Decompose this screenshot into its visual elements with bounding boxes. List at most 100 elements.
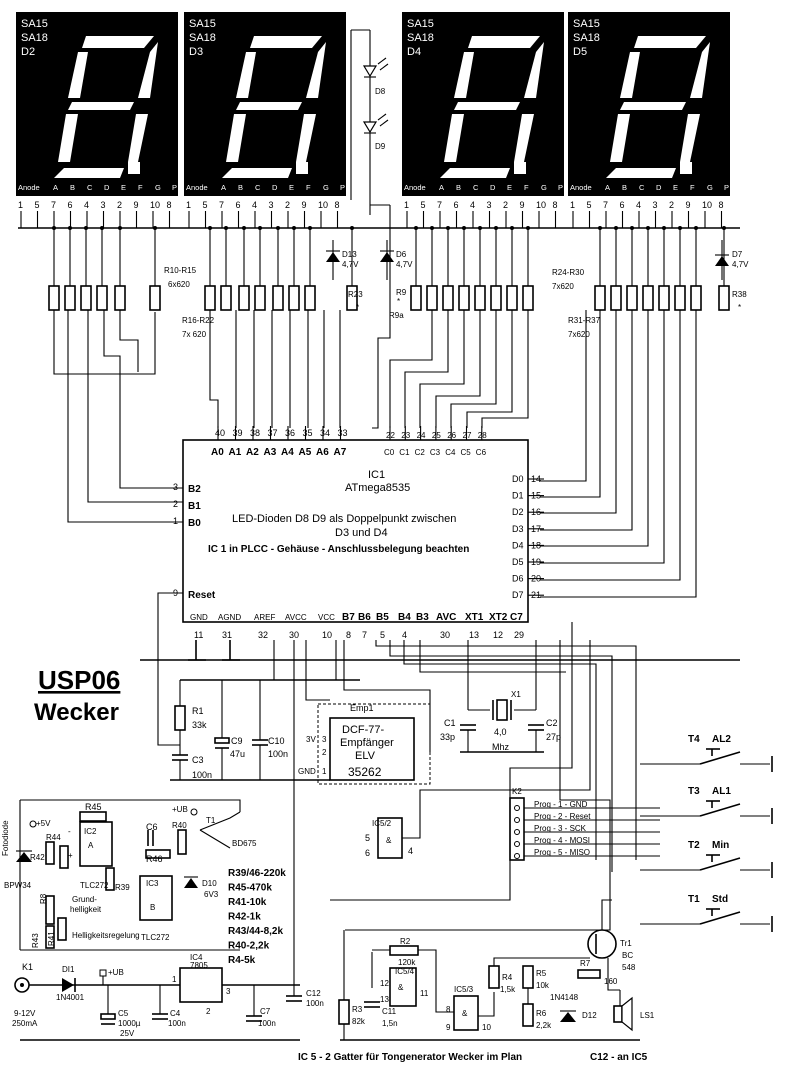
- ic1-pin-label: A0: [211, 447, 224, 458]
- display-pin-number: 4: [470, 200, 475, 210]
- ic1-pin-label: AREF: [254, 613, 275, 622]
- svg-text:C3: C3: [192, 755, 204, 765]
- display-d3-type2: SA18: [189, 32, 216, 44]
- ic1-pin-number: 30: [440, 630, 450, 640]
- resistor: [272, 285, 284, 311]
- display-d2-type2: SA18: [21, 32, 48, 44]
- power-supply: K1 9-12V 250mA DI1 1N4001 +UB C5 1000µ 2…: [12, 640, 324, 1041]
- svg-text:K2: K2: [512, 787, 522, 796]
- display-pin-number: 6: [68, 200, 73, 210]
- resistor-arrays: [48, 226, 730, 311]
- svg-text:R39: R39: [115, 883, 130, 892]
- svg-text:7805: 7805: [190, 961, 208, 970]
- svg-text:BPW34: BPW34: [4, 881, 32, 890]
- svg-text:+5V: +5V: [36, 819, 51, 828]
- ic1-pin-number: 35: [303, 428, 313, 438]
- svg-text:1,5k: 1,5k: [500, 985, 516, 994]
- ic1-note2: D3 und D4: [335, 527, 388, 539]
- svg-text:2: 2: [322, 748, 327, 757]
- resistor: [204, 285, 216, 311]
- display-d4: SA15 SA18 D4: [402, 12, 564, 196]
- display-d5-type2: SA18: [573, 32, 600, 44]
- resistor: [410, 285, 422, 311]
- svg-text:160: 160: [604, 977, 618, 986]
- component-value-list: R39/46-220kR45-470kR41-10kR42-1kR43/44-8…: [228, 868, 286, 966]
- rgroup-r16-r22-value: 7x 620: [182, 330, 207, 339]
- svg-text:DI1: DI1: [62, 965, 75, 974]
- ic1-pin-number: 7: [362, 630, 367, 640]
- resistor: [674, 285, 686, 311]
- zener-d13: D13 4,7V: [326, 240, 359, 280]
- svg-text:27p: 27p: [546, 732, 561, 742]
- svg-text:25V: 25V: [120, 1029, 135, 1038]
- svg-text:5: 5: [365, 833, 370, 843]
- resistor: [48, 285, 60, 311]
- ic1-bottom-pins: GND11AGND31AREF32AVCC30VCC10B78B67B55B44…: [190, 612, 524, 640]
- rgroup-r24-r30-value: 7x620: [552, 282, 574, 291]
- ic1-pin-number: 22: [386, 431, 395, 440]
- svg-text:D12: D12: [582, 1011, 597, 1020]
- display-pin-number: 8: [167, 200, 172, 210]
- svg-text:IC4: IC4: [190, 953, 203, 962]
- svg-text:R45: R45: [85, 802, 102, 812]
- display-pin-label: E: [673, 183, 678, 192]
- svg-text:R7: R7: [580, 959, 591, 968]
- ic1-note1: LED-Dioden D8 D9 als Doppelpunkt zwische…: [232, 513, 456, 525]
- resistor: [658, 285, 670, 311]
- ic1-pin-label: C0: [384, 448, 395, 457]
- footer-left: IC 5 - 2 Gatter für Tongenerator Wecker …: [298, 1052, 522, 1063]
- r38-label: R38: [732, 290, 747, 299]
- svg-text:C5: C5: [118, 1009, 129, 1018]
- ic1-pin-label: C7: [510, 612, 523, 623]
- display-pin-label: E: [289, 183, 294, 192]
- svg-text:R6: R6: [536, 1009, 547, 1018]
- svg-text:Grund-: Grund-: [72, 895, 97, 904]
- ic1-pin-label: A6: [316, 447, 329, 458]
- svg-text:3V: 3V: [306, 735, 316, 744]
- svg-text:C6: C6: [146, 822, 158, 832]
- resistor: [238, 285, 250, 311]
- svg-text:33k: 33k: [192, 720, 207, 730]
- ic5-2-gate: IC5/2 5 6 4 &: [365, 640, 591, 859]
- svg-text:D7: D7: [732, 250, 743, 259]
- svg-text:12: 12: [380, 979, 389, 988]
- display-pin-label: Anode: [186, 183, 208, 192]
- svg-text:C7: C7: [260, 1007, 271, 1016]
- resistor: [114, 285, 126, 311]
- svg-text:C4: C4: [170, 1009, 181, 1018]
- display-pin-label: F: [306, 183, 311, 192]
- resistor: [718, 285, 730, 311]
- svg-text:&: &: [462, 1009, 468, 1018]
- svg-text:R4: R4: [502, 973, 513, 982]
- display-pin-label: P: [172, 183, 177, 192]
- svg-text:Emp1: Emp1: [350, 703, 374, 713]
- display-pin-number: 5: [35, 200, 40, 210]
- ic1-pin-label: B4: [398, 612, 411, 623]
- rgroup-r24-r30: R24-R30: [552, 268, 585, 277]
- svg-text:TLC272: TLC272: [141, 933, 170, 942]
- display-pin-label: F: [690, 183, 695, 192]
- svg-text:R3: R3: [352, 1005, 363, 1014]
- display-pin-label: E: [121, 183, 126, 192]
- svg-text:helligkeit: helligkeit: [70, 905, 102, 914]
- ic1-pin-label: A4: [281, 447, 294, 458]
- svg-text:82k: 82k: [352, 1017, 366, 1026]
- button-label: Std: [712, 894, 728, 905]
- svg-text:DCF-77-: DCF-77-: [342, 724, 385, 736]
- svg-text:C2: C2: [546, 718, 558, 728]
- display-pin-label: D: [490, 183, 496, 192]
- resistor: [610, 285, 622, 311]
- ic1-pin-label: B2: [188, 484, 201, 495]
- zener-d6: D6 4,7V: [380, 240, 413, 280]
- svg-text:C11: C11: [382, 1007, 397, 1016]
- ic1-pin-number: 38: [250, 428, 260, 438]
- ic1-pin-label: D0: [512, 474, 524, 484]
- display-pin-number: 8: [553, 200, 558, 210]
- ic1-name: IC1: [368, 469, 385, 481]
- ic1-pin-label: A1: [229, 447, 242, 458]
- ic1-pin-number: 29: [514, 630, 524, 640]
- svg-text:R46: R46: [146, 854, 163, 864]
- ic1-pin-number: 8: [346, 630, 351, 640]
- display-pin-number: 3: [487, 200, 492, 210]
- resistor: [254, 285, 266, 311]
